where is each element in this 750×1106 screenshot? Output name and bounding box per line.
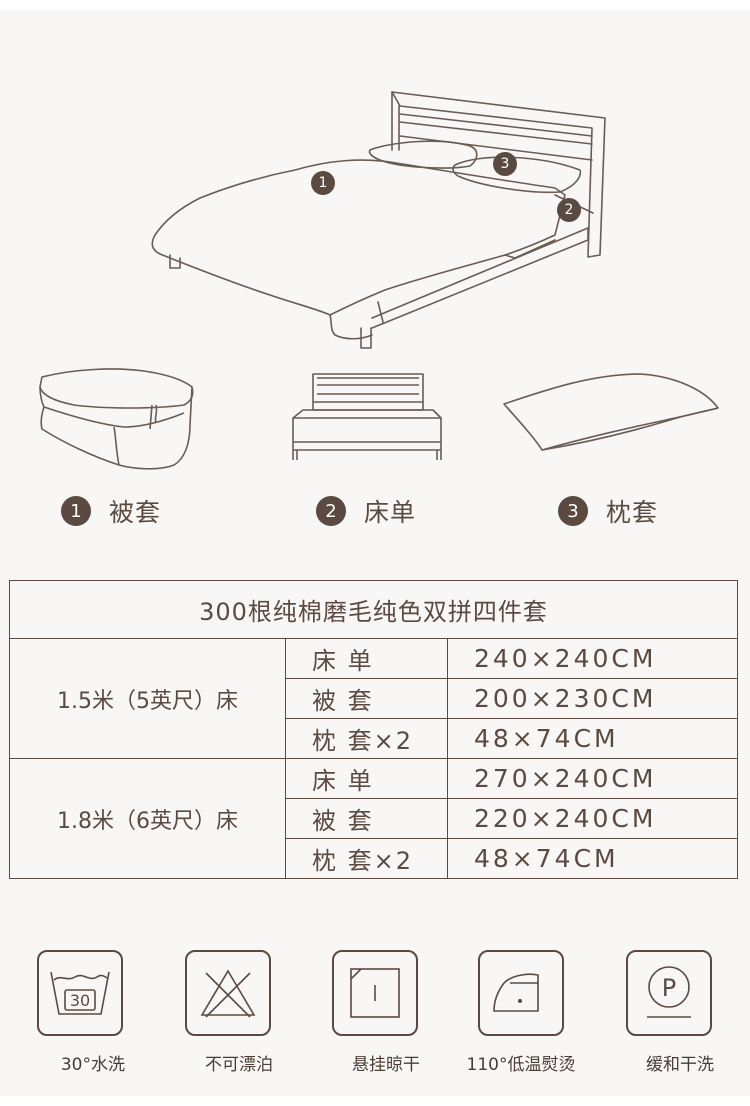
care-item-dry-clean: P 缓和干洗 <box>624 950 714 1075</box>
dimension-cell: 200×230CM <box>446 678 739 719</box>
hang-dry-icon <box>332 950 418 1036</box>
care-label: 30°水洗 <box>60 1055 125 1075</box>
spec-table: 300根纯棉磨毛纯色双拼四件套 1.5米（5英尺）床 床 单 240×240CM… <box>8 580 739 879</box>
spec-table-title: 300根纯棉磨毛纯色双拼四件套 <box>8 580 739 639</box>
dimension-cell: 220×240CM <box>446 798 739 839</box>
legend-label: 床单 <box>364 498 417 527</box>
bed-sheet-illustration <box>292 373 442 460</box>
care-item-wash: 30 30°水洗 <box>35 950 125 1075</box>
bed-marker-3: 3 <box>493 152 517 176</box>
product-detail-page: 1 3 2 <box>0 10 750 1096</box>
dimension-cell: 270×240CM <box>446 758 739 799</box>
care-label: 悬挂晾干 <box>352 1055 420 1075</box>
legend-badge-3: 3 <box>558 496 588 526</box>
dry-clean-letter: P <box>662 974 676 1002</box>
bed-marker-2: 2 <box>557 198 581 222</box>
size-cell: 1.5米（5英尺）床 <box>9 638 286 759</box>
legend-label: 被套 <box>109 498 162 527</box>
bedding-illustration: 1 3 2 <box>0 10 750 527</box>
care-item-no-bleach: 不可漂泊 <box>183 950 273 1075</box>
care-item-hang-dry: 悬挂晾干 <box>330 950 420 1075</box>
item-cell: 枕 套×2 <box>285 838 448 879</box>
iron-low-icon <box>478 950 564 1036</box>
care-label: 缓和干洗 <box>646 1055 714 1075</box>
legend-item-duvet-cover: 1 被套 <box>61 496 162 527</box>
legend-badge-2: 2 <box>316 496 346 526</box>
item-cell: 床 单 <box>285 638 448 679</box>
bed-marker-1: 1 <box>311 171 335 195</box>
care-label: 110°低温熨烫 <box>466 1055 576 1075</box>
item-cell: 枕 套×2 <box>285 718 448 759</box>
pillowcase-illustration <box>503 373 719 451</box>
legend-item-bed-sheet: 2 床单 <box>316 496 417 527</box>
item-cell: 被 套 <box>285 798 448 839</box>
dimension-cell: 48×74CM <box>446 718 739 759</box>
care-label: 不可漂泊 <box>205 1055 273 1075</box>
wash-temp-text: 30 <box>70 991 90 1010</box>
dry-clean-p-icon: P <box>626 950 712 1036</box>
no-bleach-icon <box>185 950 271 1036</box>
dimension-cell: 48×74CM <box>446 838 739 879</box>
legend-badge-1: 1 <box>61 496 91 526</box>
wash-30-icon: 30 <box>37 950 123 1036</box>
size-cell: 1.8米（6英尺）床 <box>9 758 286 879</box>
dimension-cell: 240×240CM <box>446 638 739 679</box>
bed-illustration <box>151 91 606 349</box>
item-cell: 床 单 <box>285 758 448 799</box>
care-item-iron: 110°低温熨烫 <box>467 950 575 1075</box>
item-cell: 被 套 <box>285 678 448 719</box>
legend-label: 枕套 <box>606 498 659 527</box>
duvet-cover-illustration <box>39 368 194 470</box>
legend-item-pillowcase: 3 枕套 <box>558 496 659 527</box>
